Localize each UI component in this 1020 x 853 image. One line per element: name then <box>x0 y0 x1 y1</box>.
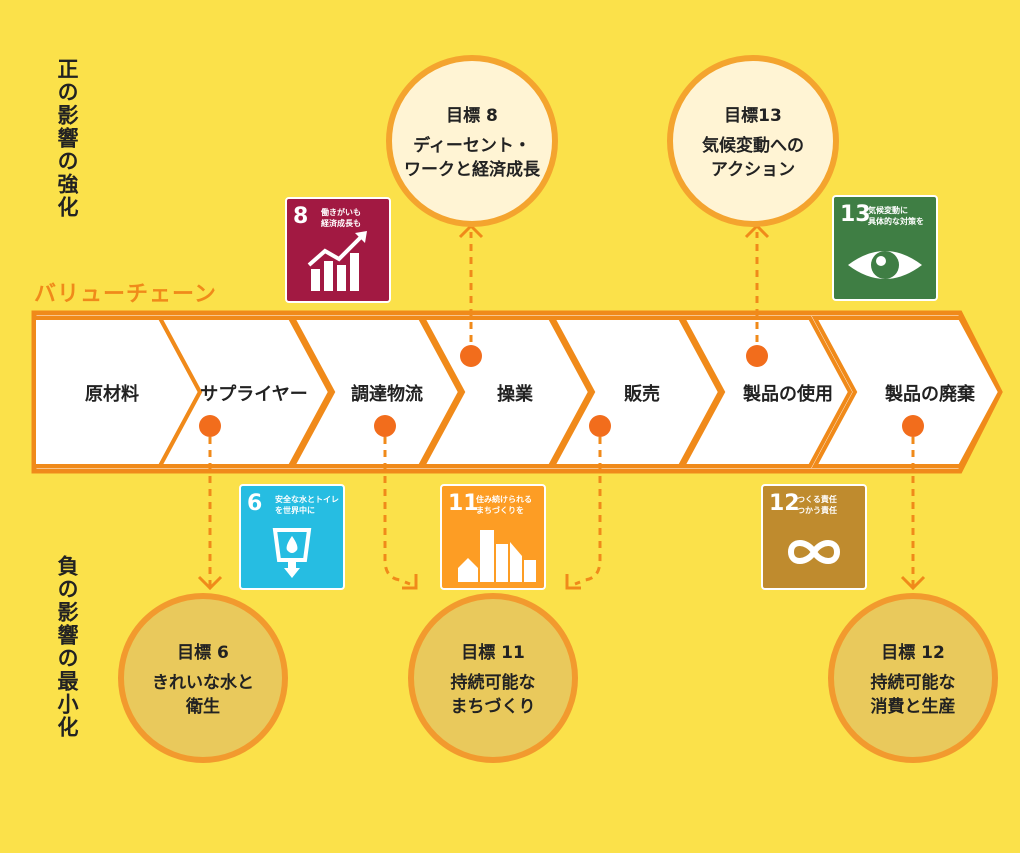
sdg-text: 気候変動に 具体的な対策を <box>868 206 924 226</box>
sdg-12-icon: 12 つくる責任 つかう責任 <box>761 484 867 590</box>
arrowhead-goal6 <box>197 575 223 591</box>
chevron-stage-7 <box>811 316 1003 468</box>
goal-body: ディーセント・ ワークと経済成長 <box>404 135 540 180</box>
sdg-13-icon: 13 気候変動に 具体的な対策を <box>832 195 938 301</box>
goal-13-circle: 目標13 気候変動への アクション <box>667 55 839 227</box>
stage-procurement-logistics: 調達物流 <box>351 384 423 405</box>
goal-title: 目標13 <box>724 105 782 126</box>
arrowhead-goal12 <box>900 575 926 591</box>
goal-12-circle: 目標 12 持続可能な 消費と生産 <box>828 593 998 763</box>
growth-chart-icon <box>307 231 367 291</box>
goal-8-circle: 目標 8 ディーセント・ ワークと経済成長 <box>386 55 558 227</box>
goal-body: 気候変動への アクション <box>702 135 804 180</box>
sdg-11-icon: 11 住み続けられる まちづくりを <box>440 484 546 590</box>
arrowhead-goal11-left <box>402 574 418 590</box>
stage-product-disposal: 製品の廃棄 <box>885 384 975 405</box>
connector-sales-goal11 <box>574 437 602 586</box>
dot-procurement <box>374 415 396 437</box>
dot-suppliers <box>199 415 221 437</box>
goal-title: 目標 6 <box>177 642 229 663</box>
goal-title: 目標 8 <box>446 105 498 126</box>
sdg-8-icon: 8 働きがいも 経済成長も <box>285 197 391 303</box>
sdg-6-icon: 6 安全な水とトイレ を世界中に <box>239 484 345 590</box>
sdg-number: 13 <box>840 202 871 227</box>
goal-title: 目標 12 <box>881 642 945 663</box>
sdg-number: 8 <box>293 204 309 229</box>
goal-title: 目標 11 <box>461 642 525 663</box>
goal-6-circle: 目標 6 きれいな水と 衛生 <box>118 593 288 763</box>
city-buildings-icon <box>458 530 536 582</box>
dot-disposal <box>902 415 924 437</box>
goal-body: 持続可能な まちづくり <box>450 672 536 717</box>
arrowhead-goal11-right <box>565 574 581 590</box>
sdg-text: 安全な水とトイレ を世界中に <box>275 495 339 515</box>
sdg-text: 働きがいも 経済成長も <box>321 208 361 228</box>
goal-11-circle: 目標 11 持続可能な まちづくり <box>408 593 578 763</box>
positive-impact-label: 正の影響の強化 <box>55 58 79 219</box>
water-drop-icon <box>272 528 312 578</box>
sdg-text: つくる責任 つかう責任 <box>797 495 837 515</box>
stage-sales: 販売 <box>624 384 660 405</box>
goal-body: きれいな水と 衛生 <box>152 672 254 717</box>
connector-procurement-goal11 <box>383 437 411 586</box>
earth-eye-icon <box>848 251 922 279</box>
stage-operations: 操業 <box>497 384 533 405</box>
stage-raw-materials: 原材料 <box>85 384 139 405</box>
dot-product-use <box>746 345 768 367</box>
dot-sales <box>589 415 611 437</box>
goal-body: 持続可能な 消費と生産 <box>870 672 956 717</box>
infinity-icon <box>787 540 841 564</box>
negative-impact-label: 負の影響の最小化 <box>55 555 79 739</box>
stage-suppliers: サプライヤー <box>200 384 308 405</box>
sdg-number: 11 <box>448 491 479 516</box>
value-chain-title: バリューチェーン <box>34 282 217 307</box>
dot-operations <box>460 345 482 367</box>
sdg-number: 6 <box>247 491 263 516</box>
sdg-number: 12 <box>769 491 800 516</box>
chevron-stage-3 <box>289 316 463 468</box>
sdg-text: 住み続けられる まちづくりを <box>476 495 532 515</box>
chevron-stage-6 <box>679 316 853 468</box>
stage-product-use: 製品の使用 <box>743 384 833 405</box>
